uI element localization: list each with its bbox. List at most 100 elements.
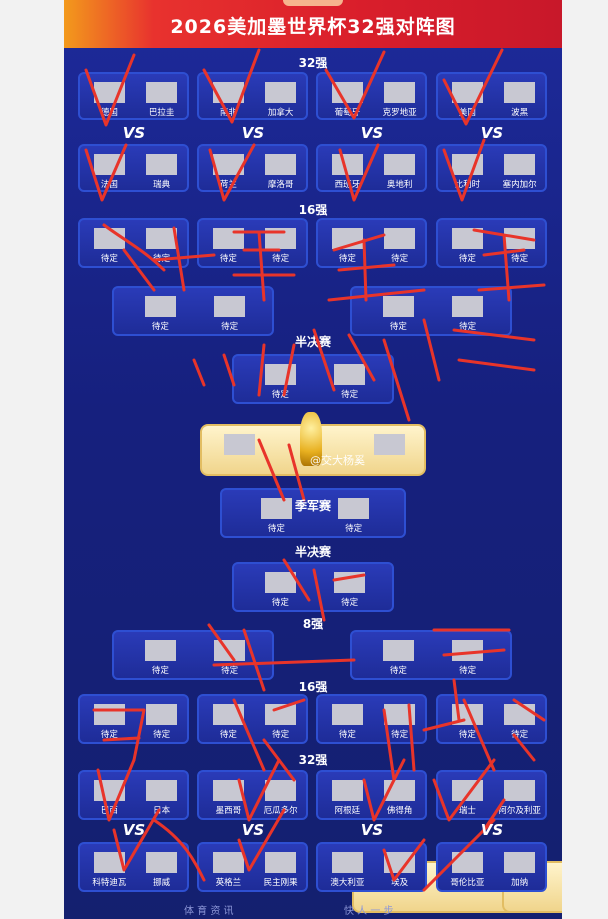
third-place-label: 季军赛 [294,499,331,513]
team-name: 荷兰 [219,180,237,190]
team-name: 待定 [389,322,407,332]
flag-icon [382,296,414,317]
team-name: 厄瓜多尔 [263,806,298,816]
team: 日本 [139,780,185,816]
team: 待定 [205,704,251,740]
team-name: 加拿大 [267,108,294,118]
team-name: 西班牙 [334,180,361,190]
title-banner [64,0,562,48]
team: 待定 [377,228,423,264]
match-box: 待定 待定 [112,286,274,336]
vs-label: VS [122,124,146,142]
team-name: 待定 [345,524,363,534]
team-name: 待定 [459,666,477,676]
flag-icon [144,296,176,317]
footer-right: 快 人 一 步 [344,906,394,917]
team-name: 日本 [153,806,171,816]
match-box: 荷兰 摩洛哥 [197,144,308,192]
team-name: 待定 [459,322,477,332]
team: 待定 [375,296,421,332]
team-name: 英格兰 [215,878,242,888]
flag-icon [504,780,536,801]
team-name: 待定 [272,730,290,740]
team-name: 塞内加尔 [502,180,537,190]
team-name: 待定 [221,322,239,332]
flag-icon [146,82,178,103]
team-name: 待定 [272,254,290,264]
team-name: 摩洛哥 [267,180,294,190]
team-name: 巴西 [100,806,118,816]
team-name: 待定 [458,254,476,264]
team-name: 待定 [221,666,239,676]
team: 加拿大 [258,82,304,118]
team: 英格兰 [205,852,251,888]
flag-icon [212,704,244,725]
team: 待定 [331,498,377,534]
match-box: 科特迪瓦挪威 [78,842,189,892]
team: 澳大利亚 [324,852,370,888]
watermark: @交大杨奚 [310,454,365,467]
team: 哥伦比亚 [444,852,490,888]
team-name: 瑞士 [458,806,476,816]
team-name: 埃及 [391,878,409,888]
flag-icon [212,154,244,175]
match-box: 哥伦比亚加纳 [436,842,547,892]
team-name: 佛得角 [386,806,413,816]
brand-logo [283,0,343,6]
flag-icon [144,640,176,661]
team-name: 科特迪瓦 [92,878,127,888]
bracket-poster: 2026美加墨世界杯32强对阵图 32强 德国巴拉圭南非加拿大葡萄牙克罗地亚美国… [64,0,562,919]
flag-icon [452,640,484,661]
team: 待定 [207,296,253,332]
match-box: 待定待定 [316,694,427,744]
vs-label: VS [480,821,504,839]
team: 待定 [327,364,373,400]
match-box: 澳大利亚埃及 [316,842,427,892]
team: 葡萄牙 [324,82,370,118]
flag-icon [212,852,244,873]
team-name: 待定 [511,254,529,264]
match-box: 待定待定 [197,218,308,268]
team: 塞内加尔 [497,154,543,190]
team: 美国 [444,82,490,118]
round-of-16-label-top: 16强 [298,203,328,217]
team: 科特迪瓦 [86,852,132,888]
flag-icon [265,154,297,175]
team: 待定 [375,640,421,676]
flag-icon [265,852,297,873]
vs-label: VS [480,124,504,142]
flag-icon [146,154,178,175]
flag-icon [451,852,483,873]
team: 待定 [445,640,491,676]
vs-label: VS [360,124,384,142]
round-of-32-label-bottom: 32强 [298,753,328,767]
flag-icon [334,364,366,385]
flag-icon [212,780,244,801]
team: 西班牙 [324,154,370,190]
flag-icon [382,640,414,661]
team-name: 波黑 [511,108,529,118]
team: 埃及 [377,852,423,888]
team-name: 待定 [271,390,289,400]
flag-icon [331,852,363,873]
poster-title: 2026美加墨世界杯32强对阵图 [170,16,456,38]
team-name: 阿尔及利亚 [498,806,541,816]
team-name: 加纳 [511,878,529,888]
flag-icon [504,154,536,175]
team-name: 待定 [341,598,359,608]
flag-icon [451,82,483,103]
team: 瑞典 [139,154,185,190]
trophy-icon [300,412,322,466]
team: 待定 [377,704,423,740]
flag-icon [146,780,178,801]
team: 待定 [137,640,183,676]
round-of-32-label-top: 32强 [298,56,328,70]
team: 巴拉圭 [139,82,185,118]
team-name: 待定 [151,322,169,332]
semifinal-label-top: 半决赛 [294,335,331,349]
team-name: 巴拉圭 [148,108,175,118]
team-name: 葡萄牙 [334,108,361,118]
flag-icon [384,154,416,175]
team-name: 待定 [151,666,169,676]
team: 待定 [257,572,303,608]
